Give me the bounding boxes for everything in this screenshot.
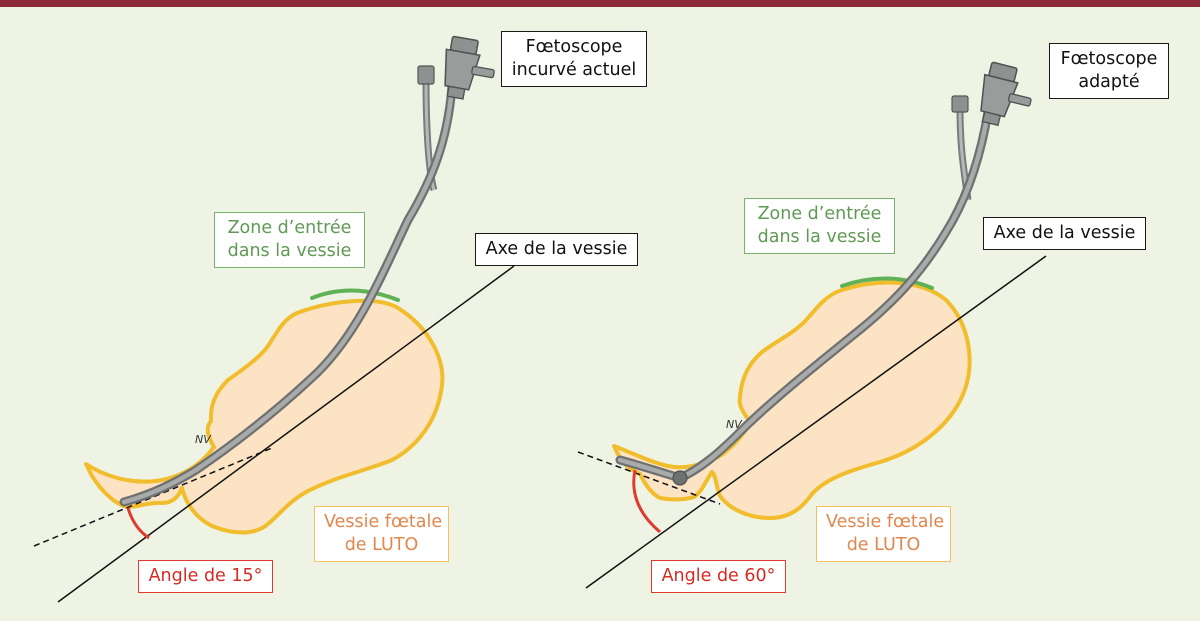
bladder-axis-label-right: Axe de la vessie xyxy=(983,217,1146,250)
angle-arc-left xyxy=(126,507,150,540)
scope-hinge-right xyxy=(672,470,688,486)
bladder-label-right-line2: de LUTO xyxy=(846,535,921,555)
scope-handle-left xyxy=(444,35,495,100)
angle-arc-right xyxy=(632,469,661,534)
entry-zone-label-right-line1: Zone d’entrée xyxy=(757,204,882,224)
panel-right: NV xyxy=(577,61,1047,589)
entry-zone-label-left-line1: Zone d’entrée xyxy=(227,218,352,238)
entry-zone-arc-left xyxy=(310,288,400,302)
scope-port-left xyxy=(417,65,435,85)
angle-label-right: Angle de 60° xyxy=(651,560,786,593)
fetoscope-adapted-label-line2: adapté xyxy=(1078,72,1140,92)
bladder-label-right-line1: Vessie fœtale xyxy=(826,512,945,532)
nv-label-right: NV xyxy=(726,418,743,431)
bladder-axis-line-left xyxy=(57,265,515,603)
bladder-axis-line-right xyxy=(585,255,1047,589)
scope-handle-right xyxy=(980,61,1032,127)
fetoscope-current-label-line1: Fœtoscope xyxy=(525,37,623,57)
entry-zone-label-right-line2: dans la vessie xyxy=(757,227,882,247)
fetoscope-current-label-line2: incurvé actuel xyxy=(511,60,637,80)
bladder-label-right: Vessie fœtale de LUTO xyxy=(816,506,951,562)
fetoscope-adapted-label: Fœtoscope adapté xyxy=(1049,43,1169,99)
entry-zone-label-left-line2: dans la vessie xyxy=(227,241,352,261)
fetoscope-current-label: Fœtoscope incurvé actuel xyxy=(501,31,647,87)
fetoscope-adapted-label-line1: Fœtoscope xyxy=(1060,49,1158,69)
bladder-label-left-line2: de LUTO xyxy=(344,535,419,555)
scope-tip-direction-dashed-left xyxy=(33,447,273,547)
angle-label-left: Angle de 15° xyxy=(138,560,273,593)
scope-tip-direction-dashed-right xyxy=(577,451,721,505)
entry-zone-label-right: Zone d’entrée dans la vessie xyxy=(744,198,895,254)
scope-port-right xyxy=(951,95,969,113)
bladder-label-left-line1: Vessie fœtale xyxy=(324,512,443,532)
bladder-axis-label-left: Axe de la vessie xyxy=(475,233,638,266)
header-bar xyxy=(0,0,1200,7)
entry-zone-label-left: Zone d’entrée dans la vessie xyxy=(214,212,365,268)
bladder-shape-right xyxy=(612,280,972,520)
bladder-label-left: Vessie fœtale de LUTO xyxy=(314,506,449,562)
panel-left: NV xyxy=(33,35,515,603)
entry-zone-arc-right xyxy=(840,276,934,290)
nv-label-left: NV xyxy=(195,433,212,446)
